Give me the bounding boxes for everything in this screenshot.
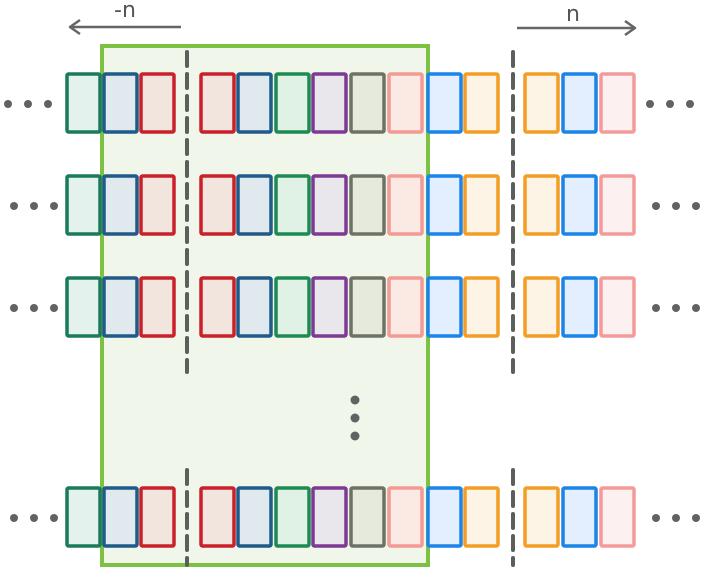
row-end-ellipsis-dot: [686, 100, 694, 108]
row-start-ellipsis-dot: [30, 514, 38, 522]
cell-green: [274, 276, 311, 338]
row-start-ellipsis-dot: [10, 304, 18, 312]
row-end-ellipsis-dot: [652, 304, 660, 312]
cell-red: [139, 174, 176, 236]
cell-red: [199, 276, 236, 338]
cell-blue: [426, 276, 463, 338]
cell-orange: [463, 72, 500, 134]
cell-orange: [463, 486, 500, 548]
row-end-ellipsis-dot: [652, 514, 660, 522]
cell-gray: [349, 174, 386, 236]
cell-orange: [523, 174, 560, 236]
vertical-ellipsis-dot: [350, 431, 360, 441]
cell-red: [139, 486, 176, 548]
cell-orange: [523, 276, 560, 338]
cell-navy: [236, 174, 273, 236]
row-end-ellipsis-dot: [672, 202, 680, 210]
cell-teal: [65, 174, 102, 236]
cell-orange: [523, 72, 560, 134]
cell-gray: [349, 276, 386, 338]
cell-salmon: [387, 174, 424, 236]
cell-purple: [311, 174, 348, 236]
row-start-ellipsis-dot: [30, 202, 38, 210]
cell-red: [199, 486, 236, 548]
cell-blue: [426, 486, 463, 548]
cell-red: [199, 72, 236, 134]
cell-red: [139, 72, 176, 134]
row-end-ellipsis-dot: [692, 514, 700, 522]
cell-purple: [311, 486, 348, 548]
cell-red: [199, 174, 236, 236]
row-start-ellipsis-dot: [50, 202, 58, 210]
cell-green: [274, 72, 311, 134]
cell-blue: [561, 276, 598, 338]
row-end-ellipsis-dot: [666, 100, 674, 108]
cell-green: [274, 486, 311, 548]
vertical-ellipsis-dot: [350, 413, 360, 423]
row-start-ellipsis-dot: [50, 304, 58, 312]
cell-orange: [523, 486, 560, 548]
row-end-ellipsis-dot: [692, 304, 700, 312]
cell-red: [139, 276, 176, 338]
cell-navy: [236, 486, 273, 548]
row-end-ellipsis-dot: [652, 202, 660, 210]
row-start-ellipsis-dot: [50, 514, 58, 522]
cell-pink: [599, 174, 636, 236]
cell-green: [274, 174, 311, 236]
row-start-ellipsis-dot: [4, 100, 12, 108]
cell-blue: [426, 174, 463, 236]
row-start-ellipsis-dot: [44, 100, 52, 108]
cell-pink: [599, 486, 636, 548]
cell-navy: [236, 72, 273, 134]
cell-blue: [426, 72, 463, 134]
right-arrowhead-icon: [624, 19, 637, 37]
row-start-ellipsis-dot: [10, 202, 18, 210]
cell-pink: [599, 72, 636, 134]
row-start-ellipsis-dot: [10, 514, 18, 522]
shift-left-label: -n: [114, 0, 136, 23]
cell-orange: [463, 276, 500, 338]
cell-teal: [65, 72, 102, 134]
row-start-ellipsis-dot: [24, 100, 32, 108]
cell-purple: [311, 72, 348, 134]
cell-orange: [463, 174, 500, 236]
row-end-ellipsis-dot: [646, 100, 654, 108]
cell-gray: [349, 486, 386, 548]
cell-teal: [65, 276, 102, 338]
left-arrowhead-icon: [68, 18, 81, 36]
row-end-ellipsis-dot: [672, 514, 680, 522]
cell-navy: [102, 276, 139, 338]
cell-navy: [102, 174, 139, 236]
cell-salmon: [387, 276, 424, 338]
cell-gray: [349, 72, 386, 134]
cell-salmon: [387, 72, 424, 134]
vertical-ellipsis-dot: [350, 395, 360, 405]
cell-blue: [561, 486, 598, 548]
row-start-ellipsis-dot: [30, 304, 38, 312]
cell-navy: [102, 486, 139, 548]
cell-pink: [599, 276, 636, 338]
shift-right-label: n: [566, 2, 580, 27]
row-end-ellipsis-dot: [672, 304, 680, 312]
row-end-ellipsis-dot: [692, 202, 700, 210]
cell-purple: [311, 276, 348, 338]
cell-blue: [561, 72, 598, 134]
cell-navy: [102, 72, 139, 134]
cell-navy: [236, 276, 273, 338]
cell-blue: [561, 174, 598, 236]
cell-teal: [65, 486, 102, 548]
cell-salmon: [387, 486, 424, 548]
